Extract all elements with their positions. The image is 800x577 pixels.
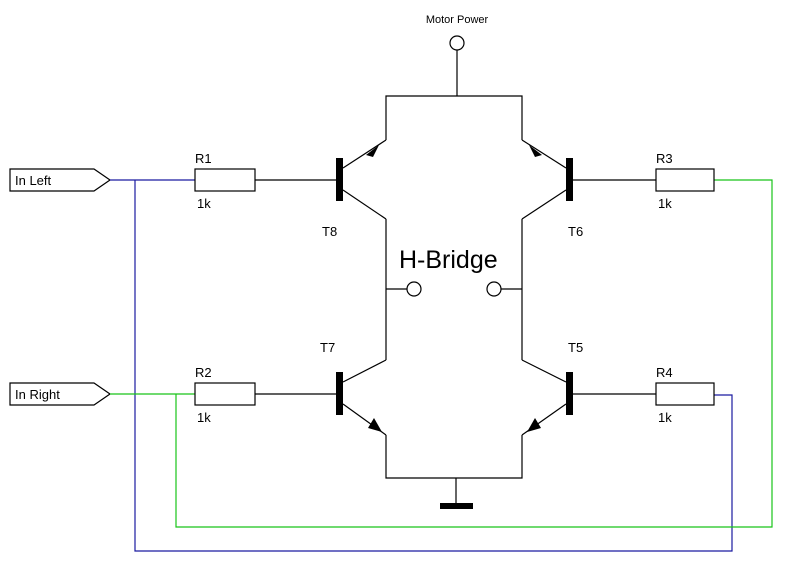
input-left-label: In Left [15, 173, 52, 188]
input-right-connector [9, 382, 112, 406]
bottom-rail [385, 435, 523, 479]
resistor-r4 [655, 382, 715, 406]
motor-power-label: Motor Power [426, 14, 489, 26]
resistor-r3-label: R3 [656, 151, 673, 166]
resistor-r1-label: R1 [195, 151, 212, 166]
transistor-t8 [336, 139, 387, 360]
resistor-r4-value: 1k [658, 410, 672, 425]
transistor-t6 [521, 139, 573, 360]
emitter-arrow-icon [529, 145, 542, 157]
motor-terminal-left [386, 281, 422, 297]
top-rail [385, 95, 523, 140]
transistor-t5 [521, 359, 573, 436]
transistor-t6-label: T6 [568, 224, 583, 239]
input-left-connector [9, 168, 112, 192]
resistor-r3-value: 1k [658, 196, 672, 211]
transistor-t7 [336, 359, 387, 436]
resistor-r1-value: 1k [197, 196, 211, 211]
emitter-arrow-icon [368, 418, 382, 432]
motor-power-terminal [449, 35, 465, 96]
resistor-r2-value: 1k [197, 410, 211, 425]
emitter-arrow-icon [527, 418, 541, 432]
diagram-title: H-Bridge [399, 246, 498, 274]
left-signal-wires [110, 179, 733, 552]
transistor-t7-label: T7 [320, 340, 335, 355]
ground-symbol [440, 478, 473, 509]
motor-terminal-right [486, 281, 522, 297]
resistor-r4-label: R4 [656, 365, 673, 380]
resistor-r2-label: R2 [195, 365, 212, 380]
input-right-label: In Right [15, 387, 60, 402]
transistor-t8-label: T8 [322, 224, 337, 239]
transistor-t5-label: T5 [568, 340, 583, 355]
resistor-r3 [655, 168, 715, 192]
resistor-r1 [194, 168, 256, 192]
emitter-arrow-icon [366, 145, 379, 157]
resistor-r2 [194, 382, 256, 406]
right-signal-wires [110, 179, 773, 528]
